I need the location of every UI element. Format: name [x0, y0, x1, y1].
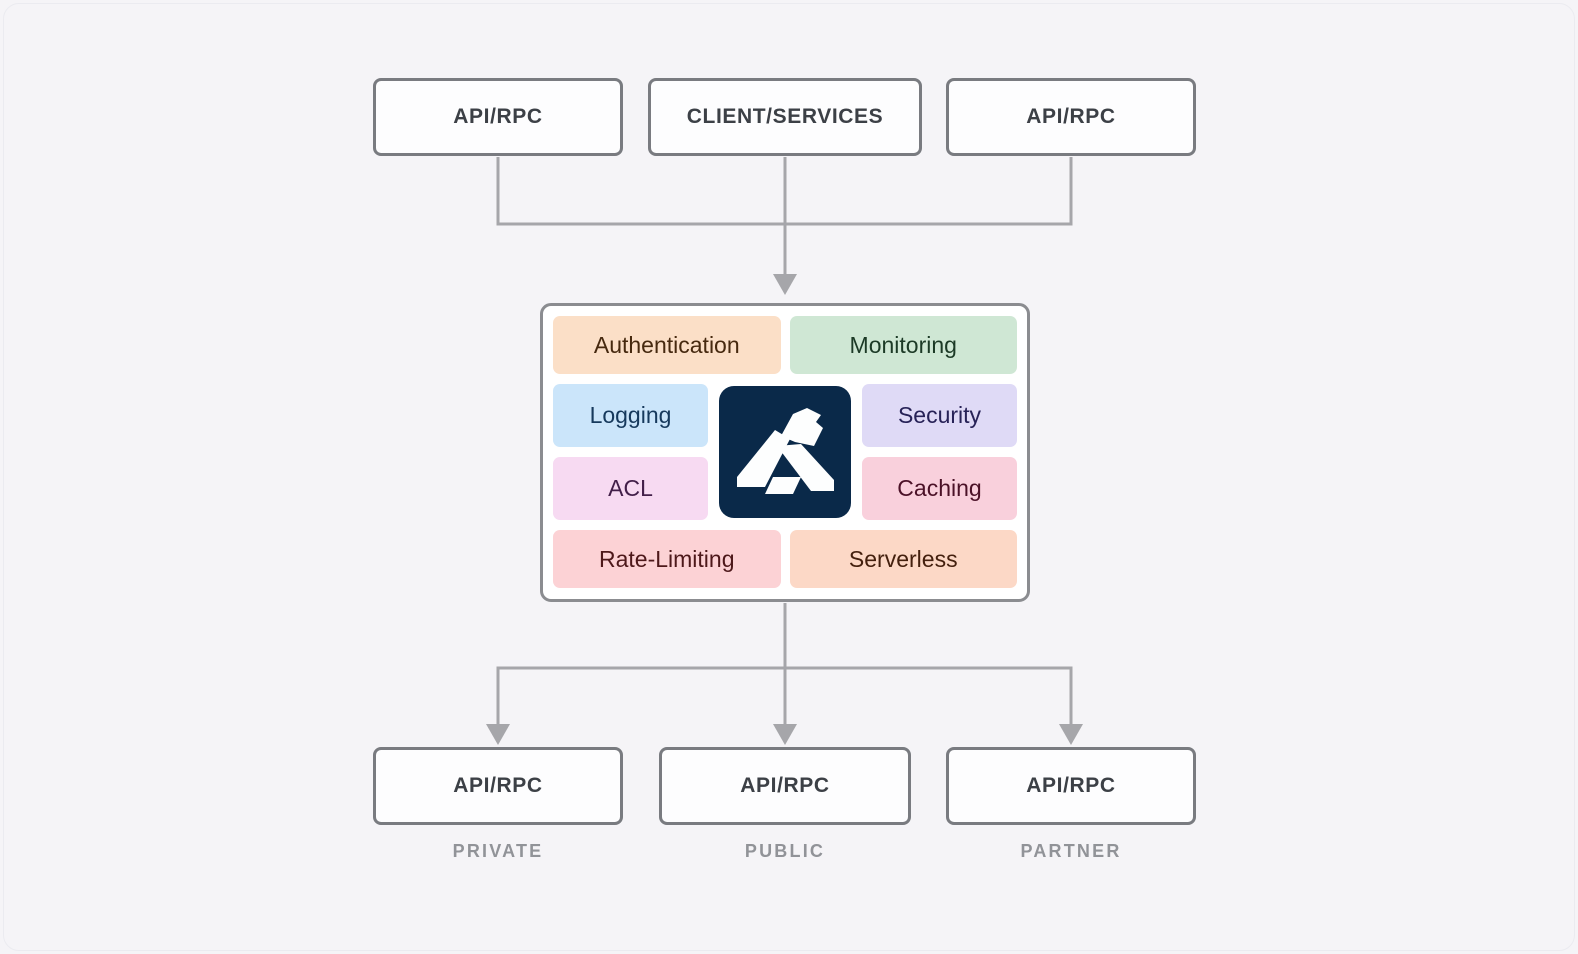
- tile-acl: ACL: [553, 457, 708, 520]
- kong-gorilla-icon: [719, 386, 851, 518]
- gateway-row-middle: Logging Security ACL Caching: [553, 384, 1017, 520]
- node-label: API/RPC: [453, 774, 543, 797]
- canvas-frame: [3, 3, 1575, 951]
- tile-caching: Caching: [862, 457, 1017, 520]
- node-api-rpc-top-right: API/RPC: [946, 78, 1196, 156]
- node-api-rpc-partner: API/RPC: [946, 747, 1196, 825]
- tile-serverless: Serverless: [789, 530, 1017, 588]
- tile-security: Security: [862, 384, 1017, 447]
- tile-monitoring: Monitoring: [789, 316, 1017, 374]
- node-label: API/RPC: [740, 774, 830, 797]
- gateway-row-bottom: Rate-Limiting Serverless: [553, 530, 1017, 588]
- node-api-rpc-public: API/RPC: [659, 747, 911, 825]
- sublabel-private: PRIVATE: [452, 841, 544, 861]
- node-label: API/RPC: [1026, 105, 1116, 128]
- gateway-row-top: Authentication Monitoring: [553, 316, 1017, 374]
- node-api-rpc-top-left: API/RPC: [373, 78, 623, 156]
- tile-rate-limiting: Rate-Limiting: [553, 530, 781, 588]
- node-label: API/RPC: [1026, 774, 1116, 797]
- node-client-services: CLIENT/SERVICES: [648, 78, 922, 156]
- tile-authentication: Authentication: [553, 316, 781, 374]
- kong-logo: [717, 384, 853, 520]
- node-api-rpc-private: API/RPC: [373, 747, 623, 825]
- node-label: API/RPC: [453, 105, 543, 128]
- tile-logging: Logging: [553, 384, 708, 447]
- gateway-box: Authentication Monitoring Logging Securi…: [540, 303, 1030, 602]
- sublabel-partner: PARTNER: [1020, 841, 1122, 861]
- sublabel-public: PUBLIC: [744, 841, 826, 861]
- node-label: CLIENT/SERVICES: [686, 105, 884, 128]
